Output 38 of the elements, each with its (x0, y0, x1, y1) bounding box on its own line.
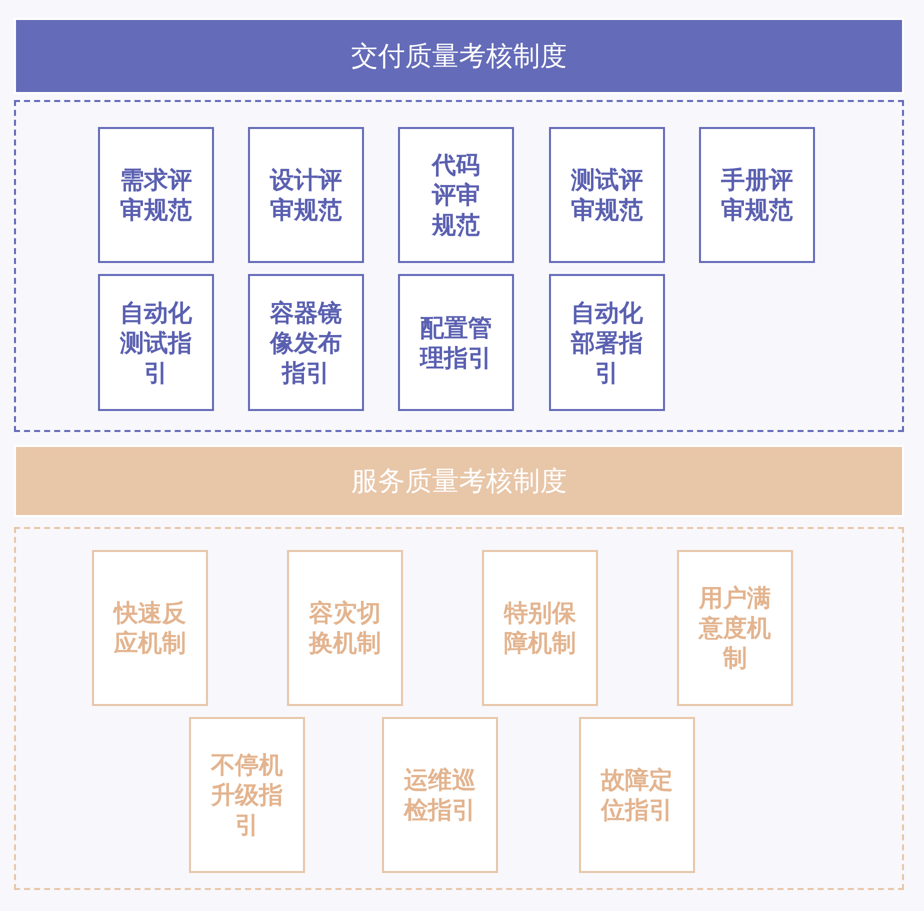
item-box (248, 127, 364, 263)
item-label: 配置管理指引 (418, 312, 493, 372)
item-label: 容灾切换机制 (308, 598, 382, 658)
item-box (382, 717, 498, 873)
item-label: 不停机升级指引 (210, 750, 284, 840)
item-box (482, 550, 598, 706)
item-box (677, 550, 793, 706)
item-label: 需求评审规范 (119, 165, 193, 225)
item-label: 故障定位指引 (599, 765, 674, 825)
item-label: 容器镜像发布指引 (268, 298, 343, 388)
item-label: 自动化测试指引 (118, 298, 193, 388)
item-label: 用户满意度机制 (697, 583, 772, 673)
item-box (549, 274, 665, 411)
item-label: 手册评审规范 (720, 165, 794, 225)
item-box (287, 550, 403, 706)
item-box (248, 274, 364, 411)
header-band (14, 18, 904, 94)
dashed-frame (14, 100, 904, 432)
item-box (398, 127, 514, 263)
item-box (189, 717, 305, 873)
item-box (398, 274, 514, 411)
item-box (98, 127, 214, 263)
dashed-frame (14, 527, 904, 890)
section-title: 服务质量考核制度 (351, 465, 567, 499)
item-box (92, 550, 208, 706)
header-band (14, 445, 904, 517)
item-box (579, 717, 695, 873)
item-label: 测试评审规范 (570, 165, 644, 225)
item-label: 代码评审规范 (430, 150, 481, 240)
item-box (549, 127, 665, 263)
item-label: 特别保障机制 (502, 598, 577, 658)
item-box (699, 127, 815, 263)
item-label: 自动化部署指引 (570, 298, 644, 388)
item-label: 运维巡检指引 (402, 765, 477, 825)
item-label: 快速反应机制 (112, 598, 187, 658)
item-box (98, 274, 214, 411)
section-title: 交付质量考核制度 (351, 40, 567, 74)
item-label: 设计评审规范 (268, 165, 343, 225)
